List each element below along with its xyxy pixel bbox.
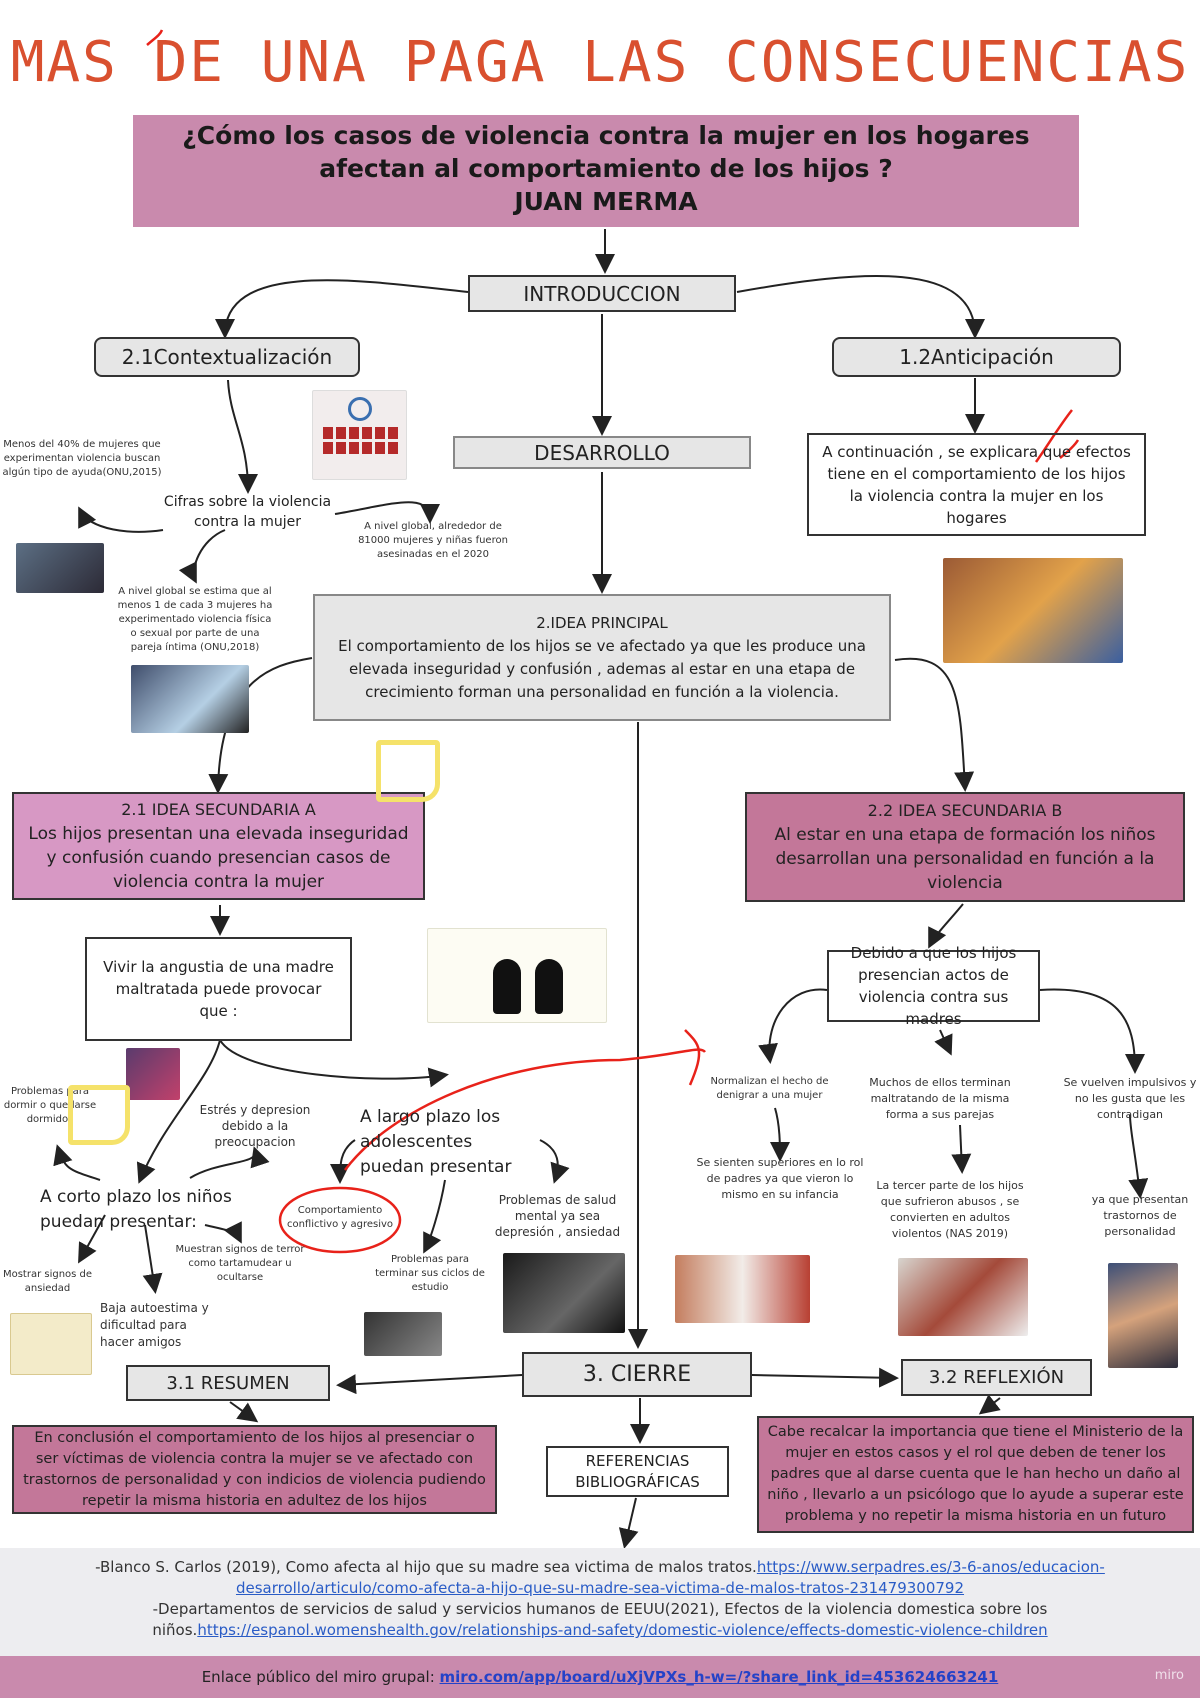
photo-woman-crying (16, 543, 104, 593)
reference-1-link[interactable]: https://www.serpadres.es/3-6-anos/educac… (756, 1558, 1105, 1576)
header-question-box: ¿Cómo los casos de violencia contra la m… (133, 115, 1079, 227)
node-resumen: 3.1 RESUMEN (126, 1365, 330, 1401)
sec-b-text: Al estar en una etapa de formación los n… (774, 825, 1156, 893)
sticky-note-icon (376, 740, 440, 802)
node-contextualizacion: 2.1Contextualización (94, 337, 360, 377)
text-problemas-salud: Problemas de salud mental ya sea depresi… (494, 1193, 621, 1239)
miro-watermark: miro (1154, 1668, 1184, 1683)
node-idea-principal: 2.IDEA PRINCIPAL El comportamiento de lo… (313, 594, 891, 721)
photo-aggressive-teen (1108, 1263, 1178, 1368)
sec-a-text-underlined: elevada inseguridad y (46, 824, 409, 868)
references-band: -Blanco S. Carlos (2019), Como afecta al… (0, 1548, 1200, 1656)
node-referencias: REFERENCIAS BIBLIOGRÁFICAS (546, 1446, 729, 1497)
resumen-text-underlined: trastornos de personalidad (23, 1471, 219, 1488)
text-menos-40: Menos del 40% de mujeres que experimenta… (2, 439, 162, 478)
miro-public-link[interactable]: miro.com/app/board/uXjVPXs_h-w=/?share_l… (439, 1668, 999, 1686)
public-link-label: Enlace público del miro grupal: (201, 1668, 435, 1686)
node-reflexion: 3.2 REFLEXIÓN (901, 1359, 1092, 1396)
reference-2-link[interactable]: https://espanol.womenshealth.gov/relatio… (197, 1621, 1048, 1639)
node-cierre: 3. CIERRE (522, 1352, 752, 1397)
reference-2: -Departamentos de servicios de salud y s… (0, 1600, 1200, 1618)
text-tercera: La tercer parte de los hijos que sufrier… (876, 1179, 1024, 1240)
infographic-thumbnail (312, 390, 407, 480)
idea-principal-title: 2.IDEA PRINCIPAL (536, 613, 668, 632)
text-problemas-ciclos: Problemas para terminar sus ciclos de es… (375, 1254, 485, 1293)
node-resumen-text: En conclusión el comportamiento de los h… (12, 1425, 497, 1514)
photo-family-conflict (898, 1258, 1028, 1336)
child-silhouettes-infographic (427, 928, 607, 1023)
text-muestran: Muestran signos de terror como tartamude… (175, 1244, 305, 1283)
text-corto-plazo: A corto plazo los niños puedan presentar… (40, 1187, 232, 1232)
anxiety-infographic (10, 1313, 92, 1375)
illustration-child (126, 1048, 180, 1100)
photo-student-tired (364, 1312, 442, 1356)
public-link-band: Enlace público del miro grupal: miro.com… (0, 1656, 1200, 1698)
sec-b-title: 2.2 IDEA SECUNDARIA B (867, 801, 1063, 820)
node-debido-a: Debido a que los hijos presencian actos … (827, 944, 1040, 1028)
sticky-note-icon-2 (68, 1085, 130, 1145)
sec-a-text-part: Los hijos presentan una (28, 824, 236, 844)
node-anticipacion-text: A continuación , se explicara que efecto… (807, 433, 1146, 536)
photo-domestic-violence (131, 665, 249, 733)
text-mostrar-ansiedad: Mostrar signos de ansiedad (2, 1269, 93, 1294)
text-comportamiento: Comportamiento conflictivo y agresivo (286, 1205, 394, 1230)
node-desarrollo: DESARROLLO (453, 436, 751, 469)
node-introduccion: INTRODUCCION (468, 275, 736, 312)
resumen-text-part-2: y con indicios de violencia pudiendo rep… (82, 1471, 486, 1509)
node-anticipacion: 1.2Anticipación (832, 337, 1121, 377)
node-idea-secundaria-a: 2.1 IDEA SECUNDARIA A Los hijos presenta… (12, 792, 425, 900)
node-vivir-angustia: Vivir la angustia de una madre maltratad… (85, 937, 352, 1041)
node-reflexion-text: Cabe recalcar la importancia que tiene e… (757, 1416, 1194, 1533)
header-author: JUAN MERMA (514, 187, 698, 216)
photo-couple-fighting (675, 1255, 810, 1323)
reference-1-text: -Blanco S. Carlos (2019), Como afecta al… (95, 1558, 757, 1576)
reference-1: -Blanco S. Carlos (2019), Como afecta al… (0, 1558, 1200, 1576)
reference-2-text: -Departamentos de servicios de salud y s… (152, 1600, 1048, 1618)
text-cifras: Cifras sobre la violencia contra la muje… (163, 494, 332, 530)
text-normalizan: Normalizan el hecho de denigrar a una mu… (710, 1076, 829, 1101)
photo-sad-teen (503, 1253, 625, 1333)
text-problemas-dormir: Problemas para dormir o quedarse dormido… (3, 1086, 97, 1125)
text-81000: A nivel global, alrededor de 81000 mujer… (358, 521, 508, 560)
text-baja-autoestima: Baja autoestima y dificultad para hacer … (100, 1301, 209, 1349)
sec-a-text-part-2: cuando presencian casos de violencia con… (112, 848, 391, 892)
text-largo-plazo: A largo plazo los adolescentes puedan pr… (360, 1107, 512, 1177)
sec-a-title: 2.1 IDEA SECUNDARIA A (121, 800, 316, 819)
text-1-de-3: A nivel global se estima que al menos 1 … (117, 586, 273, 653)
node-idea-secundaria-b: 2.2 IDEA SECUNDARIA B Al estar en una et… (745, 792, 1185, 902)
header-question: ¿Cómo los casos de violencia contra la m… (182, 121, 1030, 183)
text-muchos: Muchos de ellos terminan maltratando de … (869, 1076, 1011, 1121)
resumen-text-part: En conclusión el comportamiento de los h… (34, 1429, 475, 1467)
page-title: MAS DE UNA PAGA LAS CONSECUENCIAS (10, 30, 1190, 95)
sec-a-text: Los hijos presentan una elevada inseguri… (24, 822, 413, 894)
sec-a-text-underlined-2: confusión (61, 848, 145, 868)
reference-2-text-b: niños. (152, 1621, 198, 1639)
text-impulsivos: Se vuelven impulsivos y no les gusta que… (1063, 1076, 1197, 1121)
text-estres: Estrés y depresion debido a la preocupac… (199, 1103, 311, 1149)
photo-child-comforted (943, 558, 1123, 663)
text-trastornos: ya que presentan trastornos de personali… (1091, 1193, 1189, 1238)
idea-principal-text: El comportamiento de los hijos se ve afe… (338, 636, 866, 701)
reference-1-link-cont[interactable]: desarrollo/articulo/como-afecta-a-hijo-q… (235, 1579, 965, 1597)
text-superiores: Se sienten superiores en lo rol de padre… (696, 1156, 864, 1201)
